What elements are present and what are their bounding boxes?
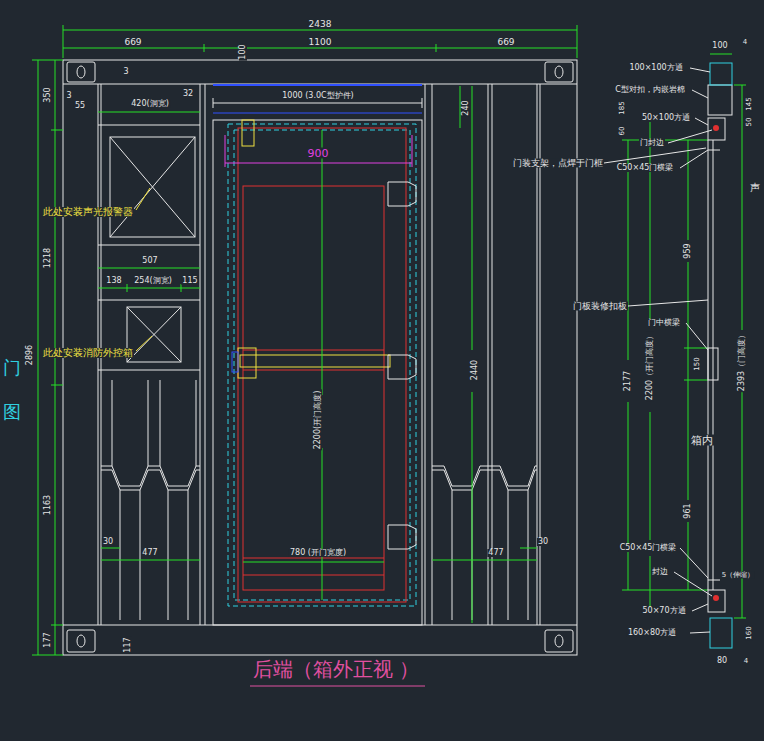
drawing-label: 2200（开门高度） — [646, 331, 654, 401]
drawing-label: 门中横梁 — [647, 319, 681, 327]
drawing-label: 5（伸缩） — [721, 572, 755, 579]
drawing-label: 177 — [44, 631, 52, 648]
drawing-label: 32 — [182, 90, 194, 98]
drawing-label: 60 — [619, 126, 626, 137]
drawing-label: 封边 — [651, 568, 669, 576]
drawing-label: 门装支架，点焊于门框 — [512, 159, 604, 168]
drawing-label: C50×45门横梁 — [619, 544, 678, 552]
drawing-label: 80 — [716, 657, 728, 665]
drawing-label: 100×100方通 — [628, 64, 683, 72]
drawing-label: 50 — [746, 117, 753, 128]
drawing-label: 4 — [742, 39, 748, 46]
view-title: 后端（箱外正视 ） — [253, 656, 425, 682]
drawing-label: 此处安装声光报警器 — [42, 207, 134, 217]
drawing-label: 1100 — [308, 38, 333, 47]
drawing-label: 507 — [141, 257, 158, 265]
drawing-label: 3 — [122, 68, 129, 76]
drawing-label: 117 — [124, 636, 132, 653]
drawing-label: 240 — [462, 99, 470, 116]
drawing-label: 55 — [74, 102, 86, 110]
drawing-label: 门 — [2, 359, 22, 377]
drawing-label: 100 — [711, 42, 728, 50]
drawing-label: 2200(开门高度) — [314, 390, 322, 451]
drawing-label: 门板装修扣板 — [572, 302, 628, 311]
drawing-label: 780 (开门宽度) — [289, 549, 347, 557]
drawing-label: 声 — [749, 183, 761, 193]
drawing-label: 门封边 — [639, 139, 665, 147]
drawing-label: 959 — [684, 242, 692, 259]
drawing-label: 669 — [496, 38, 515, 47]
drawing-label: 100 — [239, 43, 247, 60]
drawing-label: 150 — [694, 356, 701, 371]
drawing-label: C型对扣，内嵌岩棉 — [614, 86, 686, 94]
drawing-label: 1163 — [44, 494, 52, 516]
drawing-label: 138 — [105, 277, 122, 285]
drawing-label: 254(洞宽) — [133, 277, 173, 285]
drawing-label: 160×80方通 — [627, 629, 677, 637]
drawing-label: 1000 (3.0C型护件) — [281, 92, 354, 100]
drawing-label: C50×45门横梁 — [616, 164, 675, 172]
drawing-label: 350 — [44, 86, 52, 103]
drawing-label: 2177 — [624, 370, 632, 392]
drawing-label: 669 — [123, 38, 142, 47]
drawing-label: 2393（门高度） — [738, 330, 746, 392]
drawing-label: 2896 — [26, 344, 34, 366]
drawing-label: 477 — [487, 549, 504, 557]
drawing-label: 30 — [537, 538, 549, 546]
drawing-label: 2440 — [471, 359, 479, 381]
drawing-label: 50×100方通 — [641, 114, 691, 122]
drawing-label: 1218 — [44, 247, 52, 269]
drawing-label: 30 — [102, 538, 114, 546]
drawing-label: 图 — [2, 403, 22, 421]
drawing-label: 145 — [746, 96, 753, 111]
drawing-label: 420(洞宽) — [130, 100, 170, 108]
drawing-label: 477 — [141, 549, 158, 557]
drawing-label: 箱内 — [690, 435, 714, 446]
drawing-label: 3 — [65, 92, 72, 100]
drawing-label: 185 — [619, 100, 626, 115]
drawing-label: 2438 — [308, 20, 333, 29]
drawing-label: 160 — [746, 625, 753, 640]
drawing-label: 900 — [307, 148, 330, 159]
drawing-label: 此处安装消防外控箱 — [42, 348, 134, 358]
drawing-label: 115 — [181, 277, 198, 285]
drawing-label: 961 — [684, 502, 692, 519]
drawing-label: 4 — [743, 658, 749, 665]
drawing-label: 50×70方通 — [641, 607, 686, 615]
